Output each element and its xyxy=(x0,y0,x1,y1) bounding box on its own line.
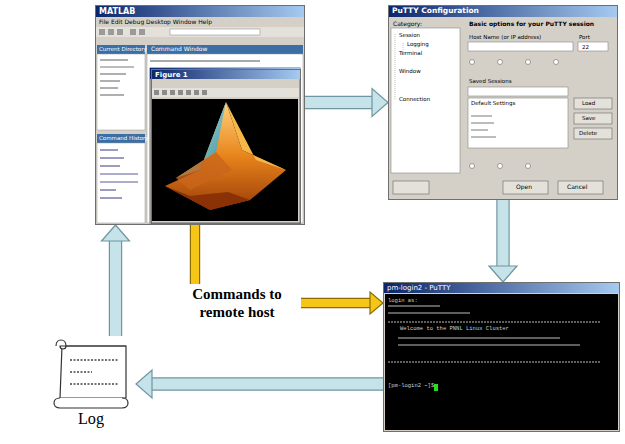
figure-window: Figure 1 xyxy=(151,69,301,224)
ui-text: Log xyxy=(46,410,136,429)
flow-arrow xyxy=(305,89,388,117)
flow-arrow xyxy=(489,200,517,282)
window-title: PuTTY Configuration xyxy=(392,7,479,16)
ui-text: Delete xyxy=(579,130,597,136)
putty-config-window: PuTTY ConfigurationCategory: SessionLoggi… xyxy=(388,5,618,200)
ui-text: Command Window xyxy=(151,46,207,53)
ui-text: Connection xyxy=(399,96,430,102)
ui-text: [pm-login2 ~]$ xyxy=(388,383,434,389)
putty-config-art xyxy=(388,5,618,200)
window-title: MATLAB xyxy=(99,7,135,16)
flow-arrow xyxy=(136,370,383,398)
ui-text: Default Settings xyxy=(471,100,515,106)
ui-text: Welcome to the PNNL Linux Cluster xyxy=(400,326,509,332)
edge-label: Commands to remote host xyxy=(173,284,301,322)
ui-text: Terminal xyxy=(399,50,422,56)
ui-text: Current Directory xyxy=(99,46,147,52)
matlab-window: Figure 1 MATLAB File Edit Debug Desktop Wi… xyxy=(95,5,305,225)
ui-text: Command History xyxy=(99,135,149,141)
matlab-window-art xyxy=(95,5,305,225)
ui-text: File Edit Debug Desktop Window Help xyxy=(99,19,212,26)
flow-arrow xyxy=(102,225,130,336)
ui-text: Logging xyxy=(407,41,429,47)
window-title: pm-login2 - PuTTY xyxy=(387,284,451,292)
ui-text: Save xyxy=(582,115,596,121)
ui-text: Load xyxy=(582,100,595,106)
terminal-window: pm-login2 - PuTTY login as: Welcome to the… xyxy=(383,282,620,432)
log-node: Log xyxy=(46,336,136,436)
ui-text: Category: xyxy=(393,21,422,28)
figure-window-art xyxy=(150,68,300,223)
ui-text: Basic options for your PuTTY session xyxy=(469,21,594,28)
ui-text: 22 xyxy=(582,44,589,50)
ui-text: Port xyxy=(579,34,590,40)
ui-text: Window xyxy=(399,68,421,74)
ui-text: Host Name (or IP address) xyxy=(469,34,541,40)
peaks-surface xyxy=(165,102,286,210)
window-title: Figure 1 xyxy=(155,71,188,79)
ui-text: Saved Sessions xyxy=(469,78,512,84)
terminal-art xyxy=(383,282,620,432)
ui-text: Cancel xyxy=(567,184,587,191)
ui-text: login as: xyxy=(388,298,418,304)
ui-text: Session xyxy=(399,32,420,38)
log-scroll xyxy=(54,340,128,408)
ui-text: Open xyxy=(516,184,532,191)
